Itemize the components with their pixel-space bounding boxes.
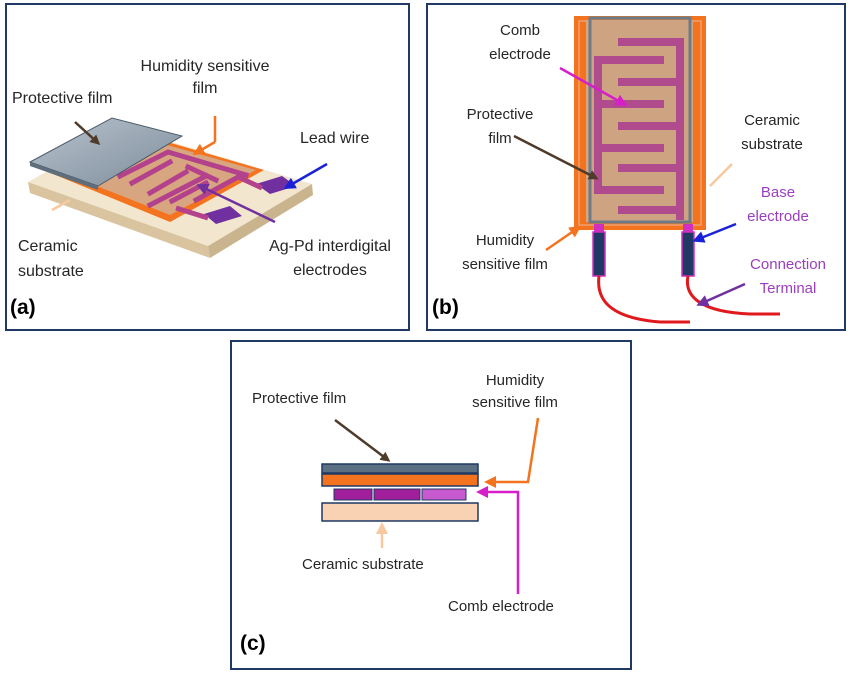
arrow-ceramic-b [709,163,733,187]
label-ceramic-c: Ceramic substrate [302,556,424,573]
label-lead-wire: Lead wire [300,130,370,147]
label-humidity-film-c-line2: sensitive film [472,394,558,411]
label-humidity-film-b-line2: sensitive film [462,256,548,273]
label-comb-electrode-b-line1: Comb [499,22,540,39]
label-base-electrode-line2: electrode [747,208,809,225]
arrow-lead-wire [283,162,328,189]
label-ceramic-a-line2: substrate [18,263,84,280]
label-agpd-line1: Ag-Pd interdigital [269,238,391,255]
protective-film-top [588,16,692,224]
arrow-comb-electrode-c [476,486,520,594]
sensor-top-view [574,16,780,324]
label-humidity-film-b-line1: Humidity [475,232,535,249]
arrow-humidity-film-c [484,417,540,488]
label-protective-film-c: Protective film [252,390,347,407]
label-protective-film-b-line1: Protective [466,106,534,123]
panel-label-a: (a) [10,296,36,319]
base-electrode-left [592,231,606,277]
protective-layer [321,463,479,474]
comb-electrode-top [594,38,684,220]
arrow-protective-film-b [513,134,599,180]
label-humidity-film-c-line1: Humidity [485,372,545,389]
label-ceramic-b-line2: substrate [741,136,803,153]
panel-label-c: (c) [240,632,266,655]
ceramic-substrate-front [28,182,210,258]
arrow-agpd-electrodes [196,184,276,224]
label-protective-film-a: Protective film [12,90,113,107]
label-humidity-film-a-line2: film [192,80,218,97]
humidity-layer [321,473,479,487]
label-agpd-line2: electrodes [293,262,367,279]
ceramic-substrate-side [208,184,313,258]
label-connection-line2: Terminal [759,280,817,297]
arrow-humidity-film-b [545,225,582,252]
label-humidity-film-a-line1: Humidity sensitive [140,58,270,75]
label-ceramic-a-line1: Ceramic [18,238,78,255]
ceramic-layer [321,502,479,522]
arrow-ceramic-a [51,198,71,212]
connection-wire-left [597,275,690,324]
sensor-cross-section [321,463,479,522]
arrow-protective-film-a [74,121,101,146]
label-comb-electrode-b-line2: electrode [489,46,551,63]
label-comb-electrode-c: Comb electrode [448,598,554,615]
comb-segment-2 [373,488,421,501]
label-ceramic-b-line1: Ceramic [744,112,800,129]
base-electrode-right [681,231,695,277]
comb-segment-3 [421,488,467,501]
arrow-base-electrode [692,222,737,243]
label-connection-line1: Connection [750,256,826,273]
sensor-3d-view [28,117,313,258]
panel-label-b: (b) [432,296,459,319]
arrow-protective-film-c [334,419,391,462]
label-protective-film-b-line2: film [488,130,512,147]
arrow-connection-terminal [696,282,746,307]
arrow-comb-electrode-b [559,66,628,106]
arrow-humidity-film-a [192,140,216,156]
comb-segment-1 [333,488,373,501]
lead-pad-2 [204,206,242,224]
label-base-electrode-line1: Base [760,184,796,201]
